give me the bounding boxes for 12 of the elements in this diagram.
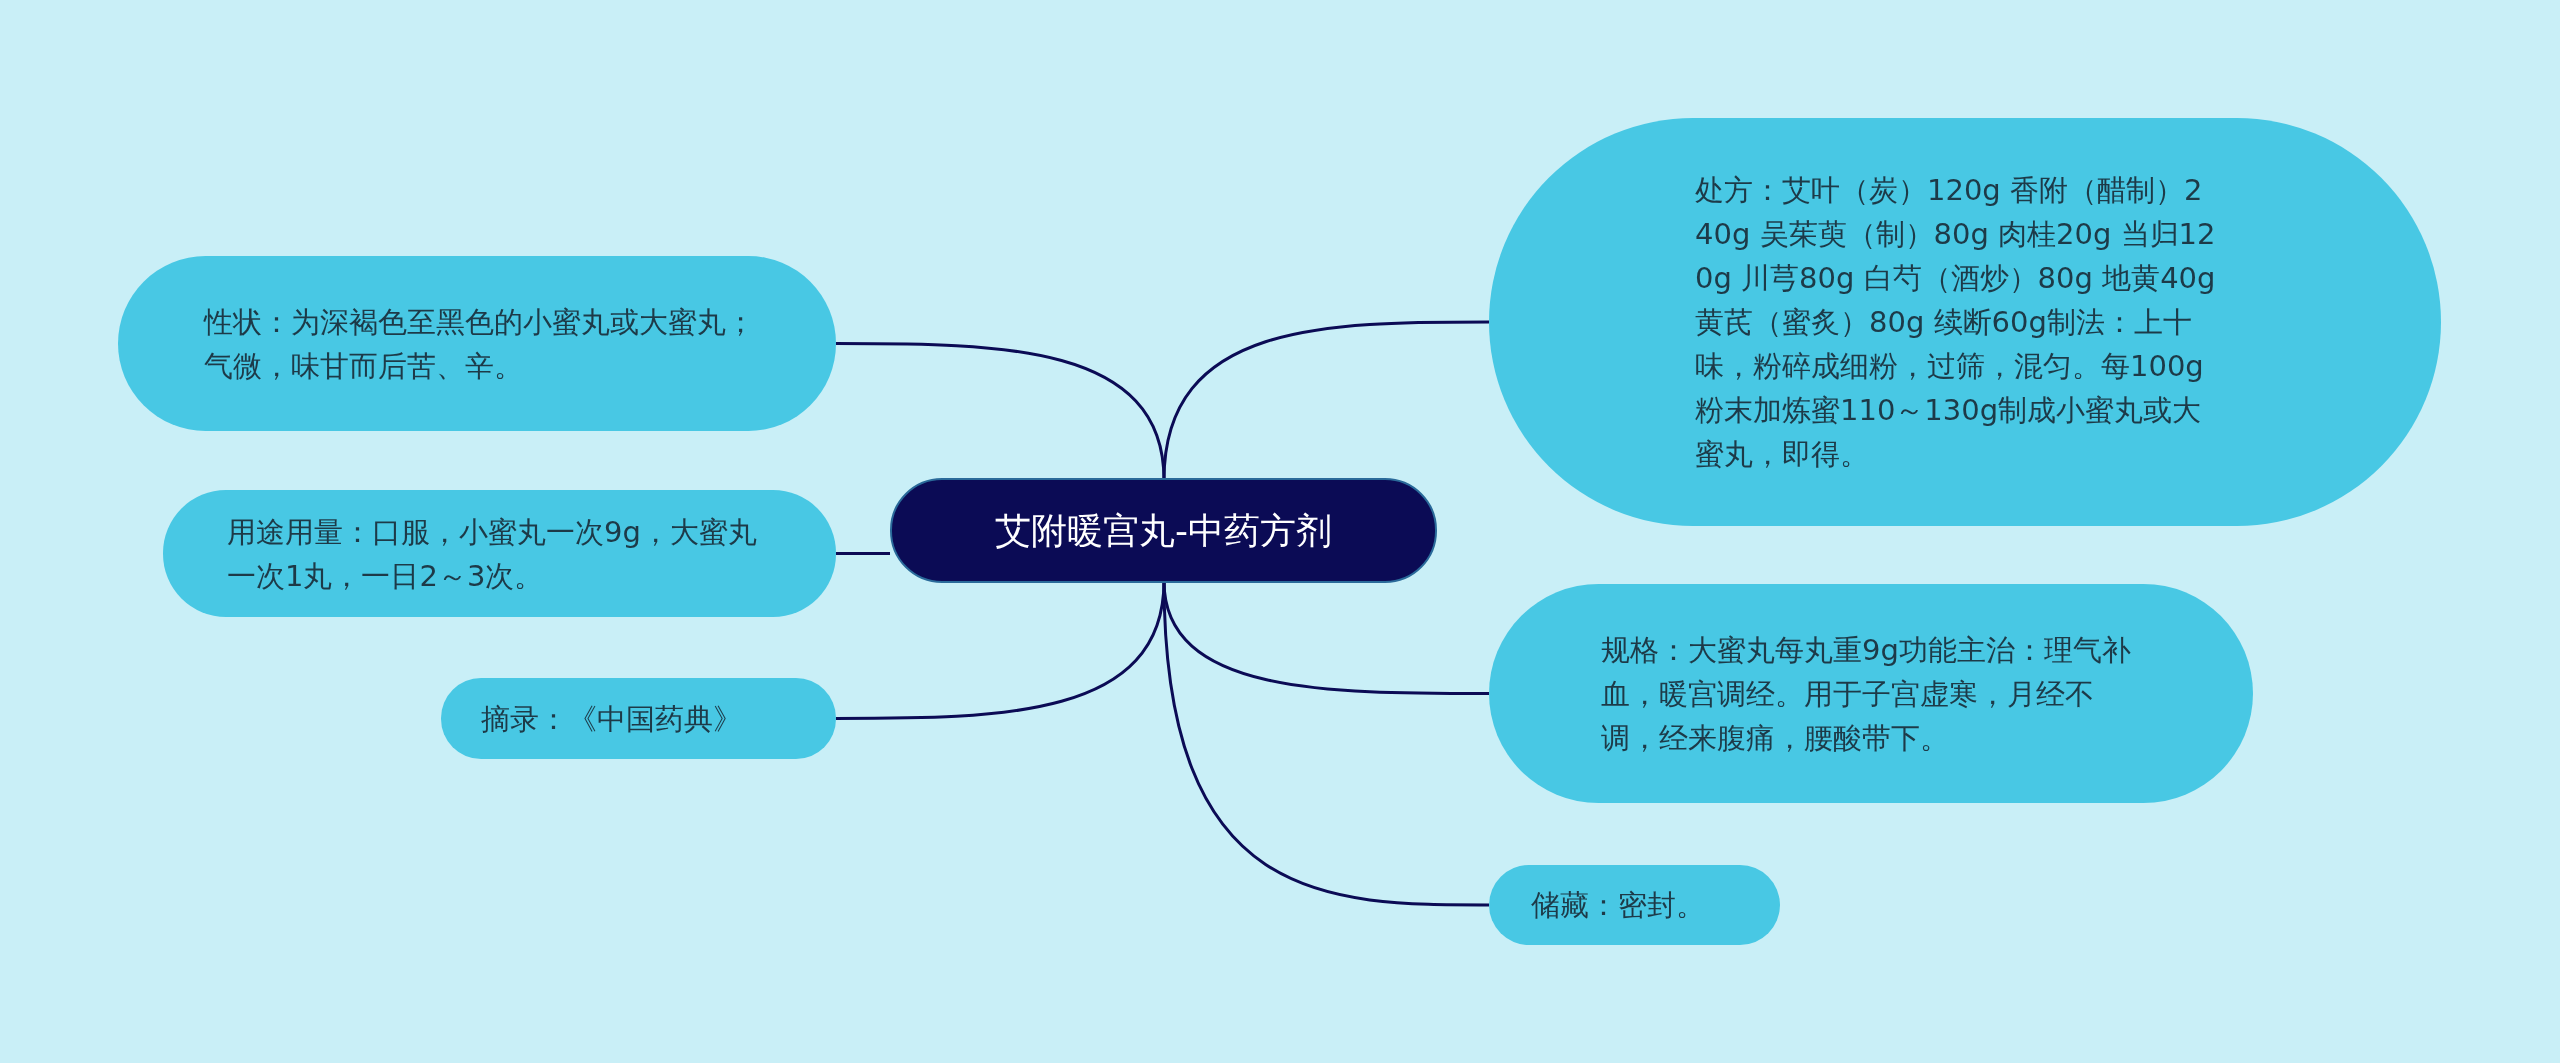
connector-line [1162, 320, 1489, 481]
topic-box: 性状：为深褐色至黑色的小蜜丸或大蜜丸；气微，味甘而后苦、辛。 [118, 256, 836, 431]
central-topic-box: 艾附暖宫丸-中药方剂 [890, 478, 1437, 583]
topic-box: 储藏：密封。 [1489, 865, 1780, 945]
topic-box: 用途用量：口服，小蜜丸一次9g，大蜜丸一次1丸，一日2～3次。 [163, 490, 836, 617]
topic-box: 处方：艾叶（炭）120g 香附（醋制）240g 吴茱萸（制）80g 肉桂20g 当归120g 川芎80g 白芍（酒炒）80g 地黄40g 黄芪（蜜炙）80g 续断60g制法：上十味，粉碎成细粉，过筛，混匀。每100g粉末加炼蜜110～130g制成小蜜丸或大蜜丸，即得。 [1489, 118, 2441, 526]
connector-line [1162, 580, 1489, 907]
topic-box: 规格：大蜜丸每丸重9g功能主治：理气补血，暖宫调经。用于子宫虚寒，月经不调，经来腹痛，腰酸带下。 [1489, 584, 2253, 803]
connector-line [836, 552, 890, 555]
topic-box: 摘录：《中国药典》 [441, 678, 836, 759]
connector-line [836, 580, 1166, 720]
connector-line [836, 342, 1166, 481]
